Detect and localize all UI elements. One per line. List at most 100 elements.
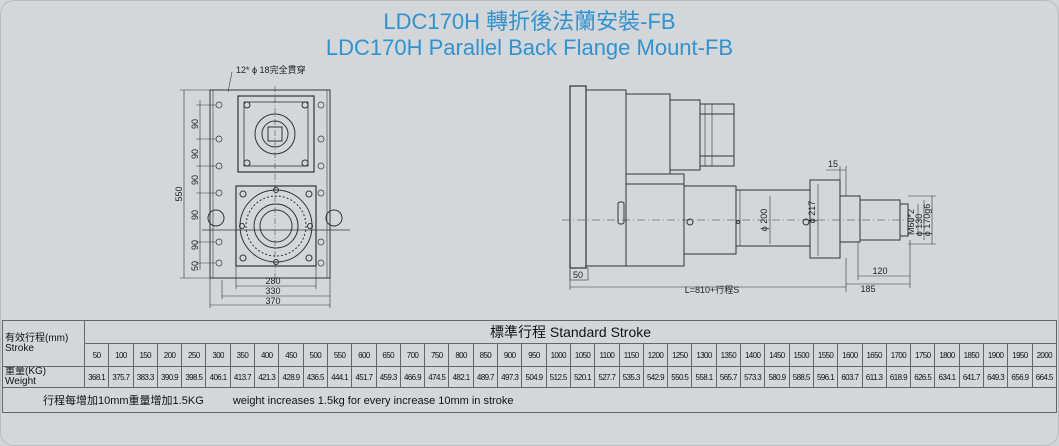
weight-cell: 512.5 xyxy=(545,366,571,388)
thread-m60: M60*2 xyxy=(906,209,916,235)
weight-cell: 641.7 xyxy=(958,366,984,388)
front-view-drawing: 12* ϕ 18完全貫穿 550 90 90 90 90 90 50 280 3… xyxy=(174,64,350,308)
weight-cell: 383.3 xyxy=(132,366,158,388)
stroke-cell: 1950 xyxy=(1007,343,1033,367)
stroke-cell: 700 xyxy=(399,343,426,367)
dia-217: ϕ 217 xyxy=(807,201,817,224)
weight-cell: 459.3 xyxy=(375,366,401,388)
stroke-cell: 1400 xyxy=(740,343,766,367)
stroke-cell: 850 xyxy=(472,343,499,367)
weight-cell: 375.7 xyxy=(108,366,134,388)
weight-cell: 603.7 xyxy=(837,366,863,388)
side-view-drawing: 15 50 L=810+行程S ϕ 200 ϕ 217 M60*2 ϕ 130 … xyxy=(562,85,936,295)
weight-cell: 368.1 xyxy=(83,366,110,388)
dim-90-b: 90 xyxy=(190,149,200,159)
weight-cell: 649.3 xyxy=(982,366,1009,388)
stroke-cell: 1600 xyxy=(837,343,863,367)
dim-side-50: 50 xyxy=(573,270,583,280)
stroke-cell: 1500 xyxy=(788,343,814,367)
dia-170: ϕ 170g6 xyxy=(922,204,932,237)
weight-cell: 398.5 xyxy=(181,366,207,388)
dim-280: 280 xyxy=(265,276,280,286)
weight-cell: 466.9 xyxy=(399,366,426,388)
stroke-cell: 150 xyxy=(132,343,158,367)
weight-cell: 618.9 xyxy=(885,366,912,388)
title-english: LDC170H Parallel Back Flange Mount-FB xyxy=(325,35,734,60)
stroke-cell: 400 xyxy=(254,343,280,367)
weight-cell: 580.9 xyxy=(764,366,790,388)
dim-185: 185 xyxy=(860,284,875,294)
stroke-cell: 1750 xyxy=(910,343,936,367)
dim-50: 50 xyxy=(190,261,200,271)
dim-90-e: 90 xyxy=(190,240,200,250)
weight-cell: 550.5 xyxy=(667,366,693,388)
stroke-label-zh: 有效行程(mm) xyxy=(5,332,69,344)
weight-cell: 474.5 xyxy=(424,366,450,388)
weight-cell: 626.5 xyxy=(910,366,936,388)
table-header-row: 有效行程(mm) Stroke 標準行程 Standard Stroke xyxy=(2,320,1057,367)
weight-cell: 588.5 xyxy=(788,366,814,388)
stroke-label: 有效行程(mm) Stroke xyxy=(2,320,85,367)
weight-cell: 390.9 xyxy=(156,366,183,388)
stroke-cell: 1000 xyxy=(545,343,571,367)
stroke-cell: 1650 xyxy=(861,343,887,367)
weight-cell: 558.1 xyxy=(691,366,717,388)
stroke-cell: 650 xyxy=(375,343,401,367)
stroke-cell: 950 xyxy=(521,343,547,367)
stroke-cell: 1050 xyxy=(569,343,596,367)
weight-cell: 497.3 xyxy=(497,366,523,388)
dim-120: 120 xyxy=(872,266,887,276)
stroke-cell: 1200 xyxy=(642,343,669,367)
weight-cell: 634.1 xyxy=(934,366,960,388)
weight-cell: 406.1 xyxy=(205,366,231,388)
stroke-cell: 1250 xyxy=(667,343,693,367)
weight-note-zh: 行程每增加10mm重量增加1.5KG xyxy=(43,395,204,407)
stroke-cell: 1800 xyxy=(934,343,960,367)
stroke-cell: 1100 xyxy=(594,343,620,367)
hole-note: 12* ϕ 18完全貫穿 xyxy=(236,64,306,75)
weight-cell: 520.1 xyxy=(569,366,596,388)
weight-cell: 573.3 xyxy=(740,366,766,388)
weight-cell: 428.9 xyxy=(278,366,304,388)
weight-label-en: Weight xyxy=(5,376,36,387)
weight-cell: 504.9 xyxy=(521,366,547,388)
stroke-cell: 100 xyxy=(108,343,134,367)
weight-note-en: weight increases 1.5kg for every increas… xyxy=(232,395,514,407)
stroke-cell: 1150 xyxy=(618,343,644,367)
stroke-cell: 1900 xyxy=(982,343,1009,367)
stroke-cell: 600 xyxy=(351,343,377,367)
title-chinese: LDC170H 轉折後法蘭安裝-FB xyxy=(383,9,676,34)
dim-90-d: 90 xyxy=(190,210,200,220)
dia-200: ϕ 200 xyxy=(759,209,769,232)
weight-cell: 596.1 xyxy=(812,366,839,388)
stroke-cell: 1550 xyxy=(812,343,839,367)
dim-15: 15 xyxy=(828,159,838,169)
stroke-cell: 300 xyxy=(205,343,231,367)
weight-cell: 444.1 xyxy=(326,366,353,388)
stroke-cell: 550 xyxy=(326,343,353,367)
weight-note: 行程每增加10mm重量增加1.5KG weight increases 1.5k… xyxy=(2,387,1057,413)
dim-370: 370 xyxy=(265,296,280,306)
stroke-cell: 750 xyxy=(424,343,450,367)
dim-90-c: 90 xyxy=(190,175,200,185)
weight-cell: 535.3 xyxy=(618,366,644,388)
stroke-cell: 50 xyxy=(83,343,110,367)
weight-cell: 664.5 xyxy=(1031,366,1058,388)
weight-label: 重量(KG) Weight xyxy=(2,366,85,388)
stroke-cell: 1700 xyxy=(885,343,912,367)
weight-cell: 565.7 xyxy=(715,366,742,388)
note-row: 行程每增加10mm重量增加1.5KG weight increases 1.5k… xyxy=(2,387,1057,413)
stroke-cell: 200 xyxy=(156,343,183,367)
stroke-cell: 350 xyxy=(229,343,256,367)
stroke-cell: 1450 xyxy=(764,343,790,367)
weight-cell: 611.3 xyxy=(861,366,887,388)
stroke-cell: 1300 xyxy=(691,343,717,367)
weight-label-zh: 重量(KG) xyxy=(5,366,47,377)
weight-cell: 656.9 xyxy=(1007,366,1033,388)
standard-stroke-header: 標準行程 Standard Stroke xyxy=(84,320,1057,344)
stroke-label-en: Stroke xyxy=(5,342,34,354)
stroke-cell: 2000 xyxy=(1031,343,1058,367)
